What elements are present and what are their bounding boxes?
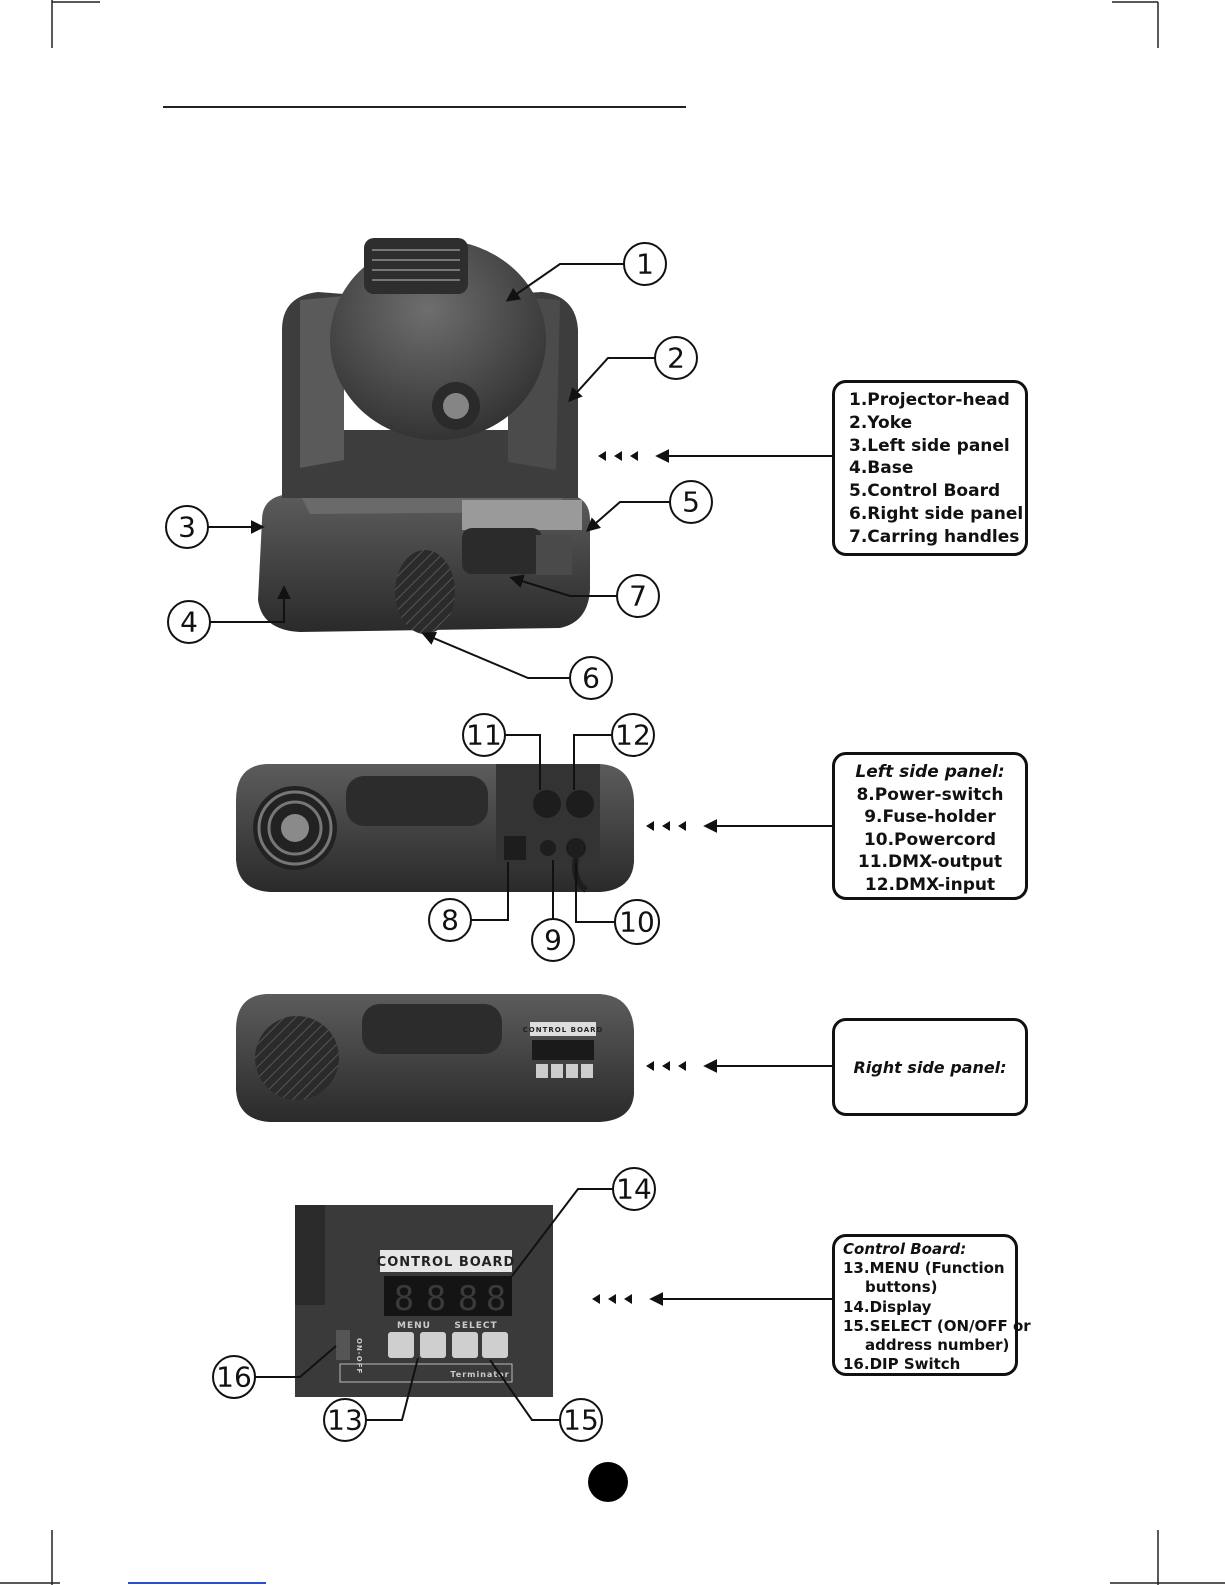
callout-2: 2 bbox=[654, 336, 698, 380]
legend-item: 9.Fuse-holder bbox=[864, 807, 996, 827]
callout-14: 14 bbox=[612, 1167, 656, 1211]
svg-text:8: 8 bbox=[426, 1279, 446, 1319]
info-label bbox=[462, 500, 582, 530]
svg-text:16: 16 bbox=[216, 1361, 252, 1394]
callout-16: 16 bbox=[212, 1355, 256, 1399]
menu-button-right bbox=[420, 1332, 446, 1358]
legend-item: 8.Power-switch bbox=[856, 784, 1004, 805]
menu-label: MENU bbox=[397, 1321, 431, 1331]
control-board-label: CONTROL BOARD bbox=[377, 1255, 516, 1270]
legend-item: 1.Projector-head bbox=[849, 390, 1010, 410]
svg-text:3: 3 bbox=[178, 511, 196, 544]
legend-item: 6.Right side panel bbox=[849, 503, 1024, 524]
svg-text:8: 8 bbox=[394, 1279, 414, 1319]
callout-6: 6 bbox=[569, 656, 613, 700]
callout-3: 3 bbox=[165, 505, 209, 549]
callout-circles: 1 2 3 4 5 6 7 8 9 10 11 12 13 14 15 16 bbox=[165, 242, 713, 1442]
moving-head-photo bbox=[258, 238, 590, 634]
callout-15: 15 bbox=[559, 1398, 603, 1442]
svg-text:1: 1 bbox=[636, 248, 654, 281]
callout-7: 7 bbox=[616, 574, 660, 618]
legend-item: buttons) bbox=[865, 1278, 938, 1297]
svg-text:5: 5 bbox=[682, 486, 700, 519]
legend-item: address number) bbox=[865, 1336, 1010, 1355]
svg-text:13: 13 bbox=[327, 1404, 363, 1437]
callout-10: 10 bbox=[614, 899, 660, 945]
terminator-label: Terminator bbox=[450, 1370, 509, 1379]
carrying-handle bbox=[462, 528, 542, 574]
mini-control-board-label: CONTROL BOARD bbox=[523, 1026, 604, 1034]
legend-item: 13.MENU (Function bbox=[843, 1259, 1005, 1278]
on-off-label: ON-OFF bbox=[355, 1338, 363, 1374]
svg-text:8: 8 bbox=[458, 1279, 478, 1319]
left-side-panel-photo bbox=[236, 764, 634, 893]
legend-right-side-panel: Right side panel: bbox=[832, 1018, 1028, 1116]
carrying-handle-right bbox=[362, 1004, 502, 1054]
legend-item: 5.Control Board bbox=[849, 481, 1001, 502]
legend-item: 14.Display bbox=[843, 1297, 932, 1316]
legend-title: Control Board: bbox=[843, 1240, 967, 1258]
callout-12: 12 bbox=[611, 713, 655, 757]
display bbox=[384, 1276, 512, 1316]
svg-text:2: 2 bbox=[667, 342, 685, 375]
legend-item: 15.SELECT (ON/OFF or bbox=[843, 1316, 1031, 1335]
legend-item: 12.DMX-input bbox=[864, 874, 996, 895]
callout-11: 11 bbox=[462, 713, 506, 757]
carrying-handle-left bbox=[346, 776, 488, 826]
fuse-holder bbox=[540, 840, 556, 856]
legend-item: 7.Carring handles bbox=[849, 526, 1020, 547]
legend-item: 2.Yoke bbox=[849, 412, 913, 433]
svg-text:8: 8 bbox=[486, 1279, 506, 1319]
page-marker-dot bbox=[588, 1462, 628, 1502]
legend-title: Left side panel: bbox=[855, 762, 1005, 782]
svg-text:11: 11 bbox=[466, 719, 502, 752]
legend-item: 10.Powercord bbox=[863, 829, 997, 850]
powercord bbox=[566, 838, 586, 858]
legend-control-board: Control Board: 13.MENU (Function buttons… bbox=[832, 1234, 1031, 1376]
legend-title: Right side panel: bbox=[853, 1057, 1007, 1077]
select-button-right bbox=[482, 1332, 508, 1358]
svg-text:8: 8 bbox=[441, 904, 459, 937]
pointer-arrows bbox=[592, 451, 686, 1304]
svg-text:4: 4 bbox=[180, 606, 198, 639]
dmx-input-connector bbox=[566, 790, 594, 818]
callout-4: 4 bbox=[167, 600, 211, 644]
select-button-left bbox=[452, 1332, 478, 1358]
callout-5: 5 bbox=[669, 480, 713, 524]
fan-grille-right bbox=[255, 1016, 339, 1100]
legend-item: 4.Base bbox=[849, 458, 914, 479]
callout-9: 9 bbox=[531, 918, 575, 962]
svg-text:10: 10 bbox=[619, 906, 655, 939]
right-side-panel-photo: CONTROL BOARD bbox=[236, 994, 634, 1122]
menu-button-left bbox=[388, 1332, 414, 1358]
dip-switch bbox=[336, 1330, 350, 1360]
select-label: SELECT bbox=[454, 1321, 497, 1331]
svg-text:14: 14 bbox=[616, 1173, 652, 1206]
callout-13: 13 bbox=[323, 1398, 367, 1442]
svg-text:9: 9 bbox=[544, 924, 562, 957]
fan-grille bbox=[395, 550, 455, 634]
callout-8: 8 bbox=[428, 898, 472, 942]
power-switch bbox=[504, 836, 526, 860]
svg-text:15: 15 bbox=[563, 1404, 599, 1437]
svg-text:6: 6 bbox=[582, 662, 600, 695]
callout-1: 1 bbox=[623, 242, 667, 286]
svg-text:7: 7 bbox=[629, 580, 647, 613]
dmx-output-connector bbox=[533, 790, 561, 818]
legend-left-side-panel: Left side panel: 8.Power-switch 9.Fuse-h… bbox=[832, 752, 1028, 900]
legend-item: 3.Left side panel bbox=[849, 435, 1010, 456]
legend-item: 16.DIP Switch bbox=[843, 1355, 961, 1374]
legend-overview: 1.Projector-head 2.Yoke 3.Left side pane… bbox=[832, 380, 1028, 556]
leader-lines bbox=[208, 263, 832, 1421]
svg-text:12: 12 bbox=[615, 719, 651, 752]
legend-item: 11.DMX-output bbox=[857, 852, 1003, 872]
